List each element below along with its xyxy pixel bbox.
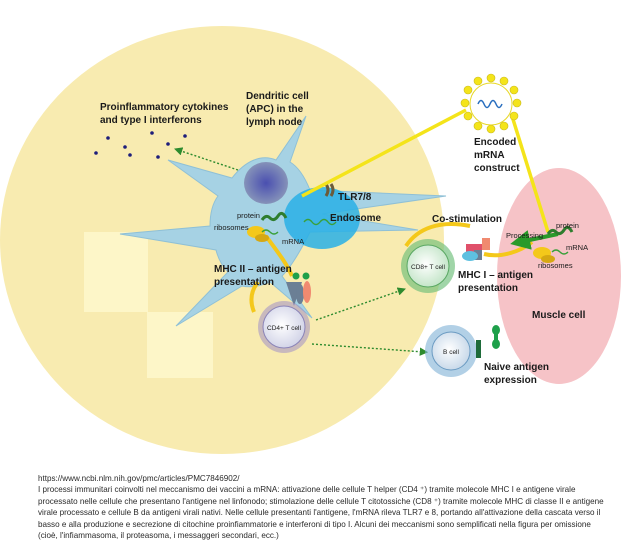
apc-title-3: lymph node <box>246 117 303 128</box>
mrna-uptake-line-apc <box>301 108 467 198</box>
endosome-label: Endosome <box>330 213 382 224</box>
processing-label: Processing <box>506 231 543 240</box>
endosome <box>284 187 360 249</box>
costim-label: Co-stimulation <box>432 214 502 225</box>
mhc1-label-1: MHC I – antigen <box>458 270 533 281</box>
lymph-highlight-1 <box>84 232 148 312</box>
mhc2-complex-icon <box>286 272 311 306</box>
mhc2-pathway-lower <box>249 280 260 313</box>
muscle-mrna-label: mRNA <box>566 243 588 252</box>
mrna-uptake-line-muscle <box>510 115 550 233</box>
cd8-t-cell <box>401 239 455 293</box>
encoded-label-2: mRNA <box>474 150 505 161</box>
tlr-label: TLR7/8 <box>338 192 372 203</box>
figure-caption: https://www.ncbi.nlm.nih.gov/pmc/article… <box>38 473 604 541</box>
naive-label-1: Naive antigen <box>484 362 549 373</box>
cd8-label: CD8+ T cell <box>411 264 445 271</box>
cytokines-label-2: and type I interferons <box>100 115 202 126</box>
muscle-label: Muscle cell <box>532 310 586 321</box>
apc-title-1: Dendritic cell <box>246 91 309 102</box>
mhc1-label-2: presentation <box>458 283 518 294</box>
protein-apc-icon <box>260 211 288 222</box>
caption-source-url: https://www.ncbi.nlm.nih.gov/pmc/article… <box>38 474 240 483</box>
ribosome-apc-icon <box>247 226 279 242</box>
cd4-to-bcell-arrow <box>311 343 429 356</box>
ribosome-muscle-icon <box>533 247 569 263</box>
dendritic-cell <box>119 115 447 327</box>
cytokine-dots <box>94 131 187 159</box>
apc-protein-label: protein <box>237 211 260 220</box>
cd4-label: CD4+ T cell <box>267 325 301 332</box>
apc-mrna-label: mRNA <box>282 237 304 246</box>
caption-text: I processi immunitari coinvolti nel mecc… <box>38 485 604 541</box>
cd4-to-cd8-arrow <box>315 287 406 321</box>
mhc2-label-2: presentation <box>214 277 274 288</box>
processing-arrow <box>510 230 559 250</box>
encoded-label-1: Encoded <box>474 137 516 148</box>
nucleus <box>244 162 288 204</box>
costim-arc <box>404 222 471 248</box>
naive-antigen-icon <box>476 325 500 358</box>
protein-muscle-icon <box>546 225 574 236</box>
muscle-protein-label: protein <box>556 221 579 230</box>
mhc2-label-1: MHC II – antigen <box>214 264 292 275</box>
cytokine-arrow <box>174 147 239 171</box>
naive-label-2: expression <box>484 375 537 386</box>
muscle-cell <box>497 168 621 384</box>
cd4-t-cell <box>258 301 310 353</box>
encoded-label-3: construct <box>474 163 520 174</box>
endosome-mrna-icon <box>303 218 337 226</box>
lipid-nanoparticle-icon <box>460 73 522 134</box>
muscle-ribosomes-label: ribosomes <box>538 261 573 270</box>
cytokines-label-1: Proinflammatory cytokines <box>100 102 229 113</box>
b-cell <box>425 325 477 377</box>
mhc1-complex-icon <box>462 238 490 261</box>
apc-ribosomes-label: ribosomes <box>214 223 249 232</box>
bcell-label: B cell <box>443 349 459 356</box>
apc-title-2: (APC) in the <box>246 104 304 115</box>
